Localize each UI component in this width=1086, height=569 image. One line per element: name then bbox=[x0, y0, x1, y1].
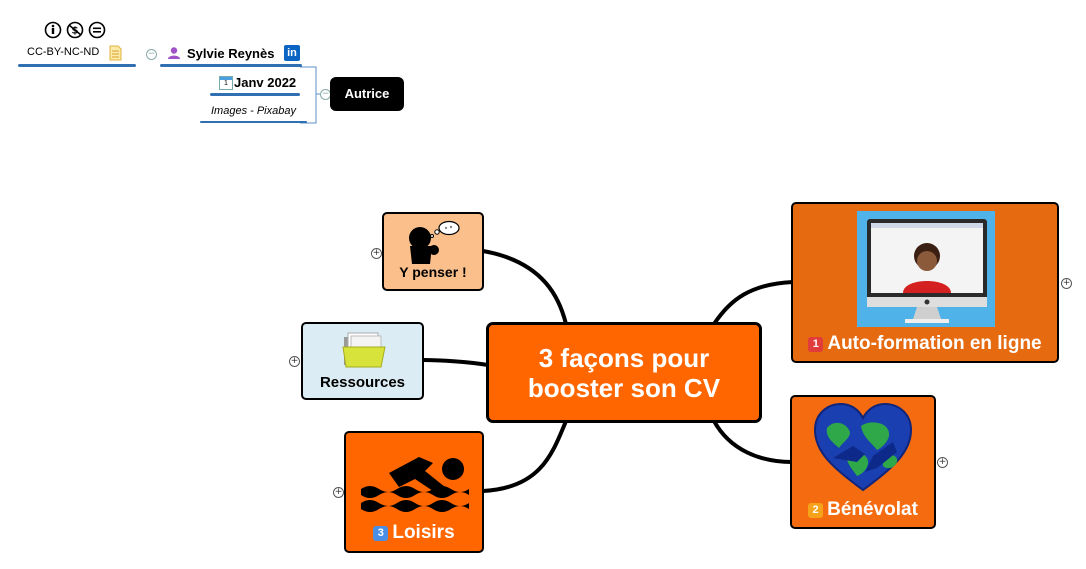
priority-2-badge: 2 bbox=[808, 503, 824, 518]
cc-by-icon bbox=[44, 21, 62, 39]
date-text: Janv 2022 bbox=[234, 75, 297, 90]
expand-volunteering-toggle[interactable]: + bbox=[937, 457, 948, 468]
link-self-training bbox=[712, 280, 794, 326]
link-hobbies bbox=[482, 420, 568, 493]
meta-connector bbox=[300, 66, 317, 124]
folder-icon bbox=[341, 331, 387, 374]
swimmer-icon bbox=[361, 441, 471, 518]
central-topic[interactable]: 3 façons pour booster son CV bbox=[486, 322, 762, 423]
priority-3-badge: 3 bbox=[373, 526, 389, 541]
linkedin-icon[interactable]: in bbox=[284, 45, 300, 61]
link-volunteering bbox=[712, 420, 793, 464]
svg-text:$: $ bbox=[72, 26, 79, 37]
date-underline bbox=[210, 93, 300, 96]
video-call-monitor-icon bbox=[857, 211, 995, 327]
heart-globe-icon bbox=[813, 402, 913, 499]
branch-volunteering-label: Bénévolat bbox=[827, 499, 918, 520]
branch-think[interactable]: Y penser ! bbox=[382, 212, 484, 291]
calendar-day: 1 bbox=[224, 80, 228, 87]
license-icons: $ bbox=[44, 21, 106, 39]
user-icon bbox=[167, 46, 181, 65]
images-underline bbox=[200, 121, 307, 123]
author-name: Sylvie Reynès bbox=[187, 46, 275, 61]
author-underline bbox=[160, 64, 302, 67]
branch-resources-label: Ressources bbox=[319, 374, 406, 391]
collapse-meta-toggle[interactable]: − bbox=[146, 49, 157, 60]
license-underline bbox=[18, 64, 136, 67]
expand-resources-toggle[interactable]: + bbox=[289, 356, 300, 367]
images-credit: Images - Pixabay bbox=[211, 105, 296, 117]
branch-think-label: Y penser ! bbox=[399, 264, 467, 280]
expand-think-toggle[interactable]: + bbox=[371, 248, 382, 259]
cc-nd-icon bbox=[88, 21, 106, 39]
branch-resources[interactable]: Ressources bbox=[301, 322, 424, 400]
link-think bbox=[482, 249, 568, 325]
calendar-icon: 1 bbox=[219, 76, 233, 90]
note-icon[interactable] bbox=[109, 45, 122, 66]
author-tag[interactable]: Autrice bbox=[330, 77, 404, 111]
branch-self-training-label: Auto-formation en ligne bbox=[827, 333, 1042, 354]
license-text: CC-BY-NC-ND bbox=[27, 46, 100, 58]
branch-hobbies-label: Loisirs bbox=[392, 522, 455, 543]
priority-1-badge: 1 bbox=[808, 337, 824, 352]
thinking-person-icon bbox=[404, 220, 462, 269]
central-topic-line1: 3 façons pour bbox=[538, 342, 710, 373]
cc-nc-icon: $ bbox=[66, 21, 84, 39]
central-topic-line2: booster son CV bbox=[527, 372, 721, 403]
expand-self-training-toggle[interactable]: + bbox=[1061, 278, 1072, 289]
link-resources bbox=[422, 358, 489, 367]
expand-hobbies-toggle[interactable]: + bbox=[333, 487, 344, 498]
